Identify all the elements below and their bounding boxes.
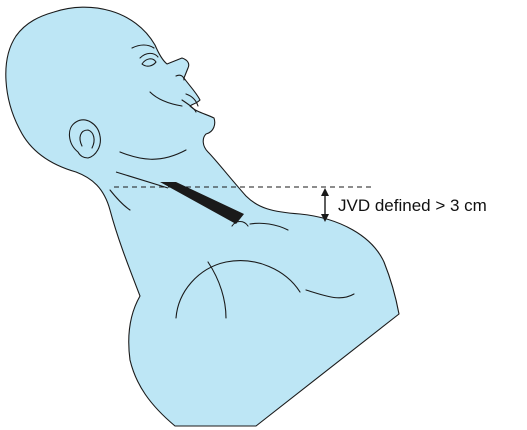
body-silhouette	[6, 7, 399, 426]
jvd-label: JVD defined > 3 cm	[338, 196, 487, 216]
measurement-arrow	[321, 188, 329, 222]
